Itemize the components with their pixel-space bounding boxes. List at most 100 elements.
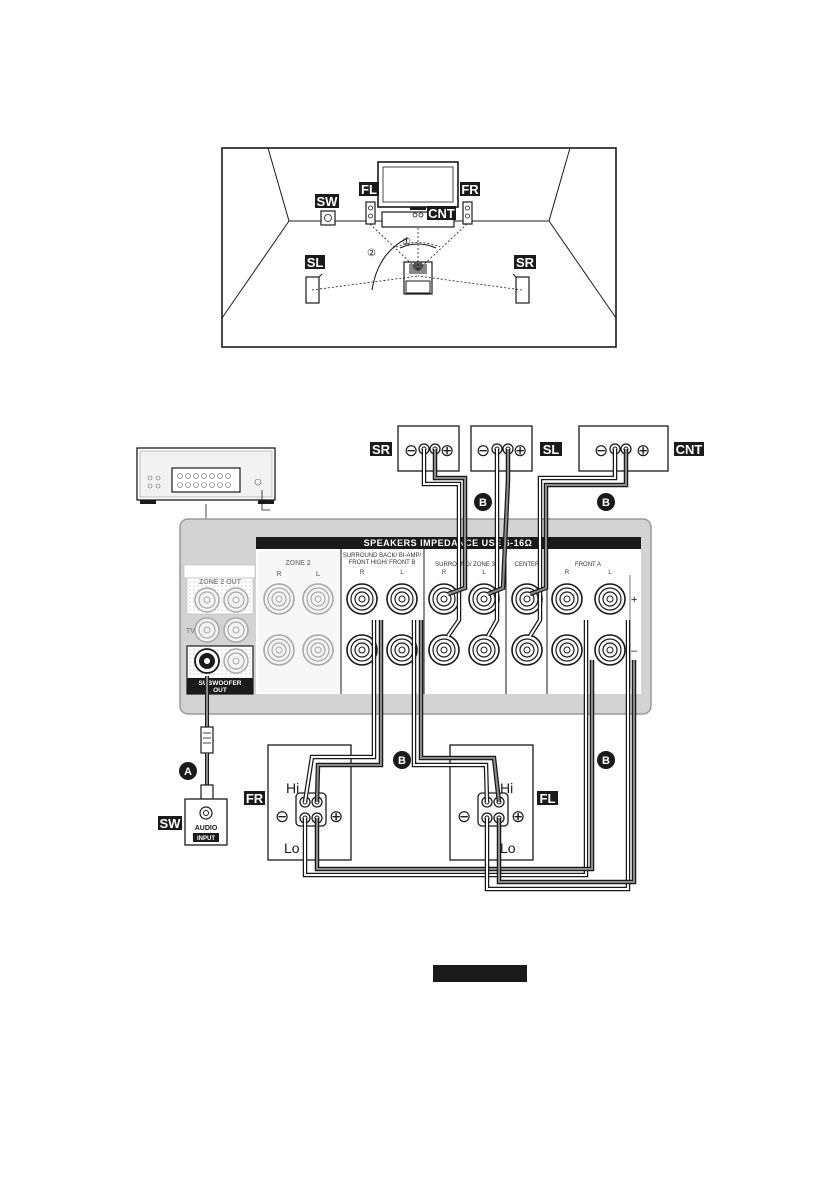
tv-icon (377, 161, 459, 210)
subwoofer-room-icon (320, 210, 336, 226)
surround-left-speaker-box: ⊖ ⊕ (470, 425, 533, 472)
zone2-r-plus-terminal (263, 583, 295, 615)
svg-text:⊕: ⊕ (636, 441, 650, 460)
svg-text:SR: SR (372, 442, 391, 457)
svg-text:FR: FR (461, 182, 479, 197)
svg-text:⊖: ⊖ (457, 807, 471, 826)
svg-text:FR: FR (246, 791, 264, 806)
room-label-sw: SW (315, 194, 339, 209)
zone2-out-label: ZONE 2 OUT (199, 579, 242, 586)
surround-r-plus-terminal (428, 583, 460, 615)
svg-text:FL: FL (540, 791, 556, 806)
svg-text:L: L (400, 570, 404, 576)
zone2-l-minus-terminal (302, 634, 334, 666)
fr-tag: FR (244, 791, 265, 806)
room-label-fr: FR (460, 182, 480, 197)
zone2-l-plus-terminal (302, 583, 334, 615)
receiver-overview-icon (136, 447, 276, 519)
subwoofer-out-label-2: OUT (213, 687, 227, 694)
svg-text:SL: SL (543, 442, 560, 457)
fr-lo-label: Lo (284, 840, 300, 856)
receiver-back-panel: SPEAKERS IMPEDANCE USE 6-16Ω ZONE 2 OUT … (179, 518, 652, 715)
svg-text:R: R (442, 570, 447, 576)
svg-text:SR: SR (516, 255, 535, 270)
front-left-speaker-box: ⊖ ⊕ Hi Lo (449, 744, 534, 861)
redacted-bar (433, 965, 527, 982)
svg-text:B: B (398, 755, 406, 767)
cable-tag-b-front-2: B (597, 751, 615, 769)
front-right-speaker-icon (462, 201, 473, 225)
svg-text:R: R (276, 571, 281, 578)
zone2-out-jack-r (194, 587, 220, 613)
surround-l-minus-terminal (468, 634, 500, 666)
tv-jack-r (194, 617, 220, 643)
svg-text:FL: FL (361, 182, 377, 197)
fr-hi-label: Hi (286, 780, 299, 796)
fl-tag: FL (537, 791, 558, 806)
room-label-cnt: CNT (427, 206, 456, 221)
sr-tag: SR (370, 442, 392, 457)
svg-text:B: B (479, 497, 487, 509)
input-label: INPUT (197, 836, 215, 842)
sw-tag: SW (158, 816, 182, 831)
surround-back-l-plus-terminal (386, 583, 418, 615)
angle-one-mark: ① (402, 237, 411, 248)
speakers-impedance-header: SPEAKERS IMPEDANCE USE 6-16Ω (364, 538, 533, 548)
svg-text:R: R (565, 570, 570, 576)
surround-r-minus-terminal (428, 634, 460, 666)
svg-text:CNT: CNT (428, 206, 455, 221)
svg-text:⊖: ⊖ (594, 441, 608, 460)
subwoofer-input-box: AUDIO INPUT (184, 798, 228, 846)
subwoofer-cable (200, 676, 214, 806)
surround-back-label-2: FRONT HIGH/ FRONT B (349, 560, 416, 566)
cnt-tag: CNT (674, 442, 704, 457)
svg-text:B: B (602, 497, 610, 509)
center-speaker-box: ⊖ ⊕ (578, 425, 669, 472)
svg-text:⊕: ⊕ (440, 441, 454, 460)
subwoofer-out-label-1: SUBWOOFER (199, 680, 242, 687)
zone2-out-jack-l (223, 587, 249, 613)
zone2-label: ZONE 2 (285, 560, 310, 567)
svg-text:⊕: ⊕ (513, 441, 527, 460)
svg-text:SL: SL (307, 255, 324, 270)
svg-text:⊕: ⊕ (329, 807, 343, 826)
speaker-cables-front (302, 620, 637, 892)
front-a-label: FRONT A (575, 562, 601, 568)
zone2-r-minus-terminal (263, 634, 295, 666)
cable-tag-a: A (179, 762, 197, 780)
center-minus-terminal (511, 634, 543, 666)
front-a-l-plus-terminal (594, 583, 626, 615)
surround-right-speaker-box: ⊖ ⊕ (397, 425, 460, 472)
front-left-speaker-icon (365, 201, 376, 225)
front-a-r-minus-terminal (551, 634, 583, 666)
room-label-sl: SL (305, 255, 325, 270)
svg-text:CNT: CNT (676, 442, 703, 457)
room-layout: ① ② SW FL FR CNT SL SR (221, 147, 617, 348)
svg-text:B: B (602, 755, 610, 767)
surround-l-plus-terminal (468, 583, 500, 615)
audio-label: AUDIO (195, 825, 218, 832)
svg-text:SW: SW (317, 194, 339, 209)
sl-tag: SL (540, 442, 562, 457)
front-a-l-minus-terminal (594, 634, 626, 666)
angle-two-mark: ② (367, 248, 376, 259)
minus-label: – (631, 645, 638, 657)
svg-text:L: L (316, 571, 321, 578)
cable-tag-b-front-1: B (393, 751, 411, 769)
fl-lo-label: Lo (500, 840, 516, 856)
svg-text:L: L (608, 570, 612, 576)
svg-text:R: R (360, 570, 365, 576)
center-plus-terminal (511, 583, 543, 615)
plus-label: + (631, 594, 637, 606)
svg-text:⊕: ⊕ (511, 807, 525, 826)
front-a-r-plus-terminal (551, 583, 583, 615)
tv-jack-l (223, 617, 249, 643)
tv-label: TV (186, 628, 195, 635)
room-label-fl: FL (359, 182, 379, 197)
center-label: CENTER (515, 562, 540, 568)
cable-tag-b-top-2: B (597, 493, 615, 511)
room-label-sr: SR (514, 255, 536, 270)
svg-text:SW: SW (160, 816, 182, 831)
svg-text:L: L (482, 570, 486, 576)
